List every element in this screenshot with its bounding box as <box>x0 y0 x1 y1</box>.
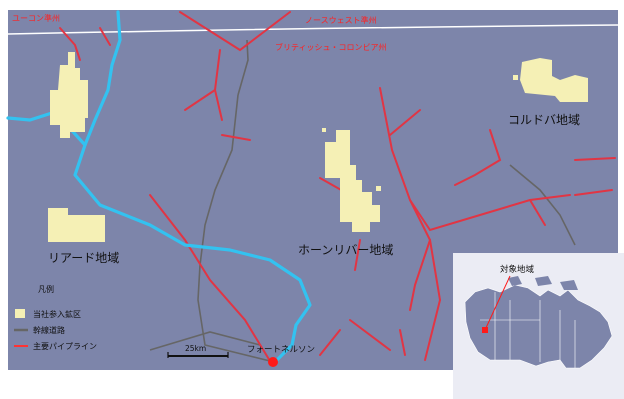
horn-river-label: ホーンリバー地域 <box>298 243 393 257</box>
horn-river-block <box>325 130 380 232</box>
road-network <box>149 39 576 362</box>
legend-block-label: 当社参入鉱区 <box>33 309 81 319</box>
legend: 凡例 当社参入鉱区 幹線道路 主要パイプライン <box>14 284 97 351</box>
city-label: フォートネルソン <box>247 345 315 355</box>
city-marker <box>268 357 278 367</box>
inset-title: 対象地域 <box>500 264 535 275</box>
yukon-label: ユーコン準州 <box>12 13 60 23</box>
scale-bar: 25km <box>167 344 229 358</box>
cordova-label: コルドバ地域 <box>508 113 580 127</box>
leased-blocks <box>48 52 588 242</box>
cordova-dot <box>513 75 518 80</box>
cordova-block <box>520 58 588 102</box>
horn-river-dot <box>322 128 326 132</box>
northwest-label: ノースウェスト準州 <box>305 15 377 25</box>
bc-label: ブリティッシュ・コロンビア州 <box>275 42 387 52</box>
horn-river-dot <box>376 186 381 191</box>
liard-south-block <box>48 208 105 242</box>
territory-boundary <box>7 24 619 35</box>
canada-inset: 対象地域 <box>453 253 624 399</box>
canada-island <box>508 276 522 286</box>
legend-road-label: 幹線道路 <box>33 325 65 335</box>
legend-pipeline-label: 主要パイプライン <box>33 341 97 351</box>
canada-island <box>560 280 578 290</box>
inset-pointer-line <box>484 275 511 331</box>
legend-block-swatch <box>15 309 25 318</box>
legend-title: 凡例 <box>38 284 54 294</box>
canada-island <box>535 276 552 286</box>
liard-label: リアード地域 <box>48 251 119 265</box>
scale-bar-label: 25km <box>185 344 206 353</box>
pipeline-network <box>59 11 616 362</box>
inset-target-marker <box>482 327 488 333</box>
liard-north-block <box>50 52 88 138</box>
